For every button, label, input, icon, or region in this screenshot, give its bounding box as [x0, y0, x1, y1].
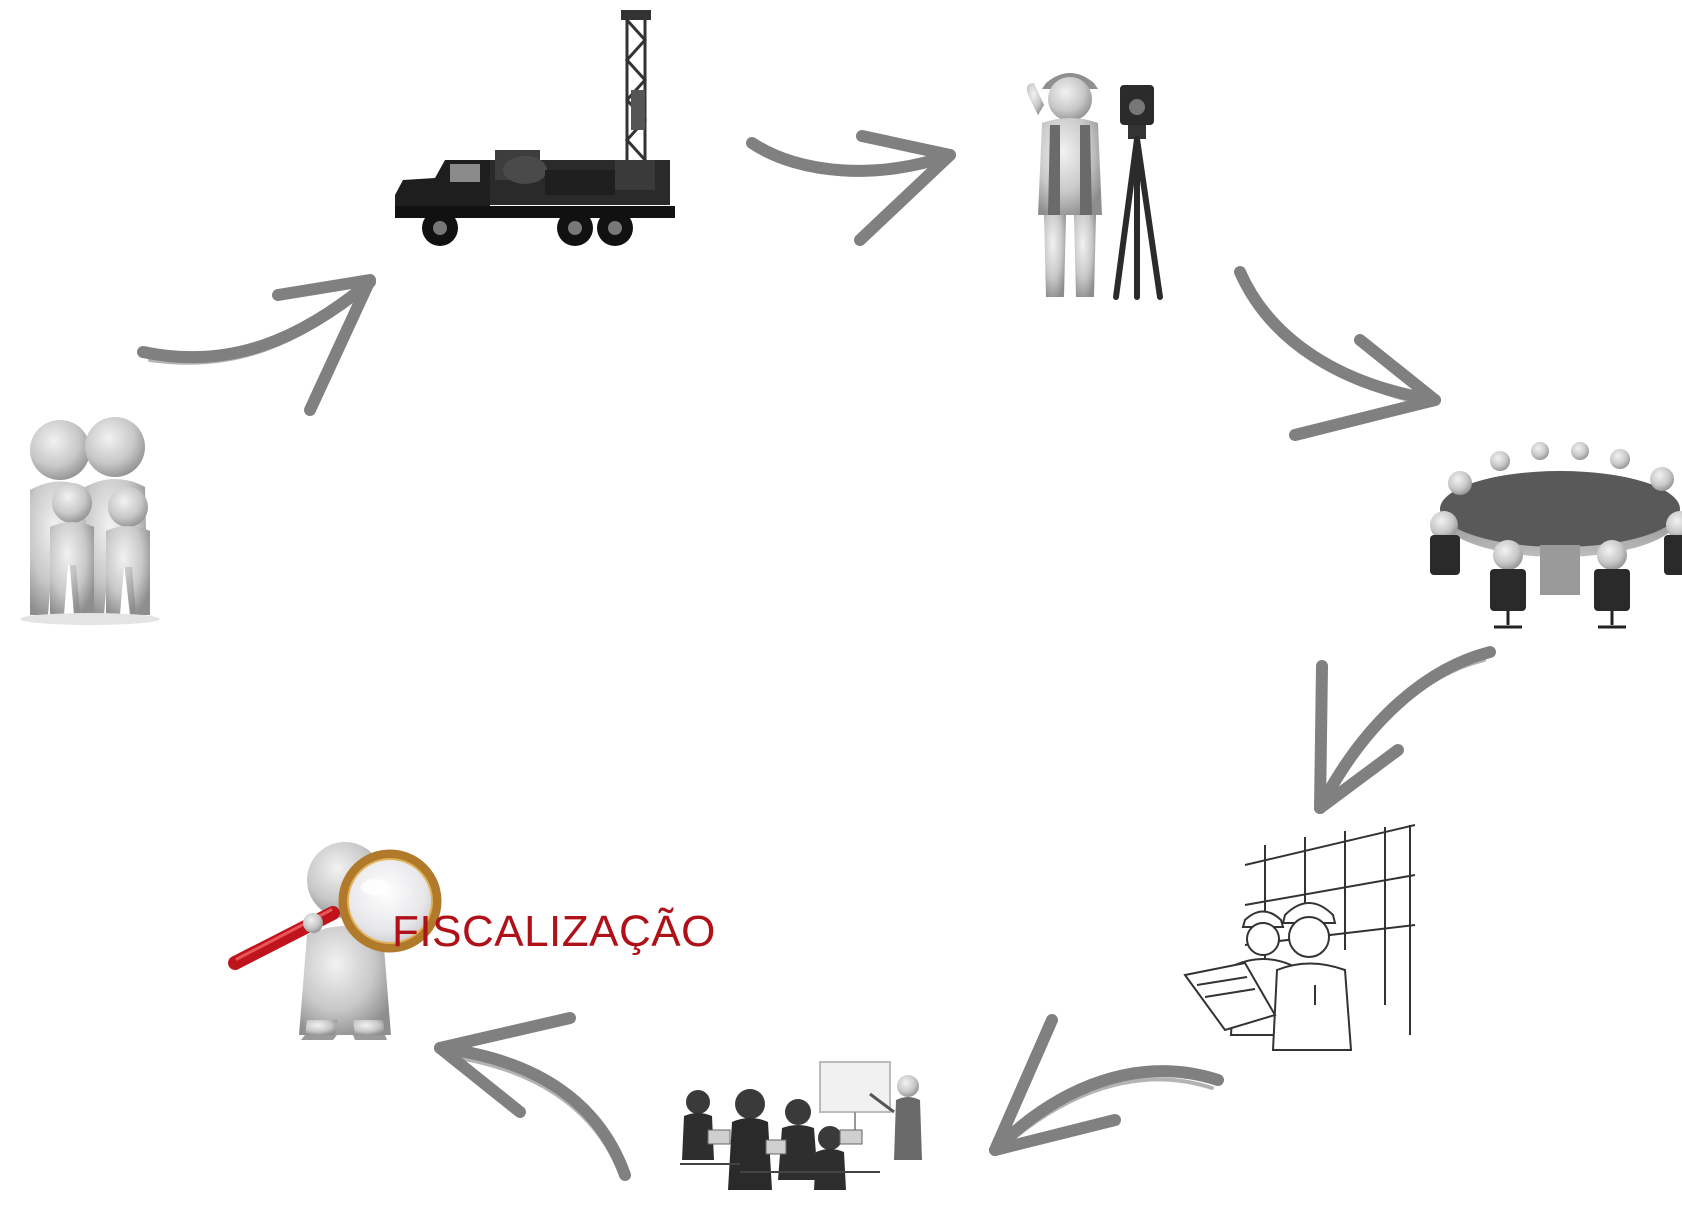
- arrow-family-to-truck-icon: [137, 274, 376, 416]
- drilling-truck-icon: [395, 10, 675, 246]
- magnifier-figure-icon: [228, 842, 442, 1040]
- arrow-classroom-to-fiscalizacao-icon: [434, 1012, 631, 1181]
- arrow-surveyor-to-meeting-icon: [1234, 266, 1441, 441]
- arrow-engineers-to-classroom-icon: [989, 1014, 1224, 1156]
- fiscalizacao-label: FISCALIZAÇÃO: [392, 907, 716, 956]
- meeting-table-icon: [1430, 442, 1682, 629]
- flow-arrows: [137, 130, 1496, 1181]
- classroom-presentation-icon: [680, 1061, 922, 1190]
- family-figures-icon: [20, 417, 160, 625]
- surveyor-theodolite-icon: [1026, 73, 1163, 300]
- arrow-truck-to-surveyor-icon: [746, 130, 956, 246]
- engineers-sketch-icon: [1183, 824, 1416, 1051]
- arrow-meeting-to-engineers-icon: [1314, 646, 1496, 814]
